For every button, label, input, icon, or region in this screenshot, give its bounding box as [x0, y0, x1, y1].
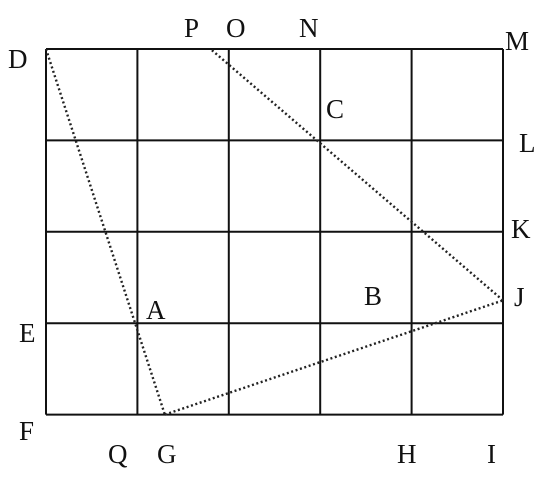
label-P: P	[184, 13, 199, 43]
label-K: K	[511, 214, 531, 244]
label-M: M	[505, 26, 529, 56]
label-N: N	[299, 13, 319, 43]
label-C: C	[326, 94, 344, 124]
label-H: H	[397, 439, 417, 469]
dotted-line-JP	[209, 48, 504, 302]
dotted-line-GJ	[164, 299, 504, 416]
label-B: B	[364, 281, 382, 311]
label-G: G	[157, 439, 177, 469]
label-I: I	[487, 439, 496, 469]
label-Q: Q	[108, 439, 128, 469]
label-F: F	[19, 416, 34, 446]
label-D: D	[8, 44, 28, 74]
square-grid	[45, 48, 504, 416]
label-A: A	[146, 295, 166, 325]
label-J: J	[514, 282, 525, 312]
label-O: O	[226, 13, 246, 43]
label-E: E	[19, 318, 36, 348]
label-L: L	[519, 128, 536, 158]
point-labels: P O N M D L C K J B A E F Q G H I	[8, 13, 536, 469]
